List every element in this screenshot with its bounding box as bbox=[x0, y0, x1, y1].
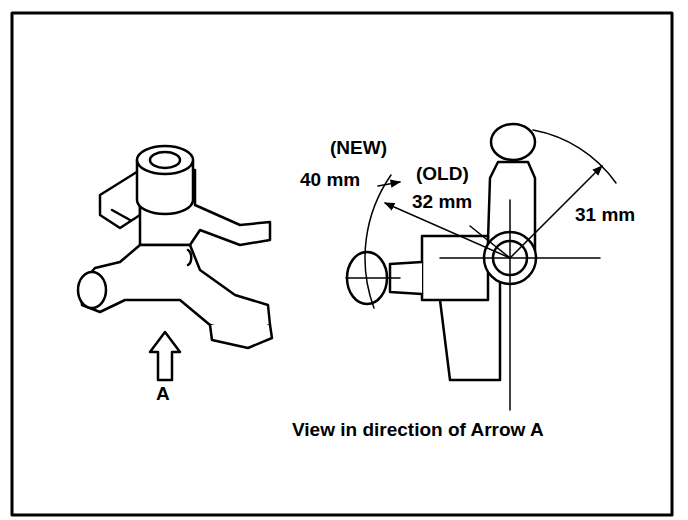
dimension-lines bbox=[346, 130, 616, 410]
boss-top bbox=[137, 146, 193, 174]
arrow-label: A bbox=[156, 384, 170, 405]
centerline bbox=[440, 257, 600, 259]
dimension-label: 31 mm bbox=[575, 205, 635, 226]
arm-edge bbox=[210, 325, 272, 348]
shift-arm-3d bbox=[78, 146, 272, 348]
shift-arm-view bbox=[347, 124, 536, 380]
dimension-label: 40 mm bbox=[300, 170, 360, 191]
boss-bore bbox=[150, 152, 180, 168]
dimension-label: 32 mm bbox=[412, 192, 472, 213]
arm-face bbox=[100, 170, 140, 228]
centerline bbox=[509, 200, 511, 410]
lower-arms bbox=[80, 245, 270, 335]
hole bbox=[188, 250, 191, 265]
arc-31 bbox=[533, 130, 616, 183]
side-block bbox=[422, 236, 488, 300]
view-caption: View in direction of Arrow A bbox=[292, 420, 544, 441]
frame bbox=[12, 13, 672, 515]
upper-ball bbox=[491, 124, 535, 160]
ball-end bbox=[78, 272, 106, 308]
dimension-label: (NEW) bbox=[330, 138, 387, 159]
view-arrow bbox=[150, 332, 180, 380]
slot bbox=[112, 210, 130, 220]
arc-40 bbox=[365, 175, 391, 308]
dimension-label: (OLD) bbox=[416, 164, 469, 185]
pointer-40 bbox=[378, 182, 400, 186]
dim-32 bbox=[470, 226, 510, 258]
centerline bbox=[346, 277, 400, 279]
